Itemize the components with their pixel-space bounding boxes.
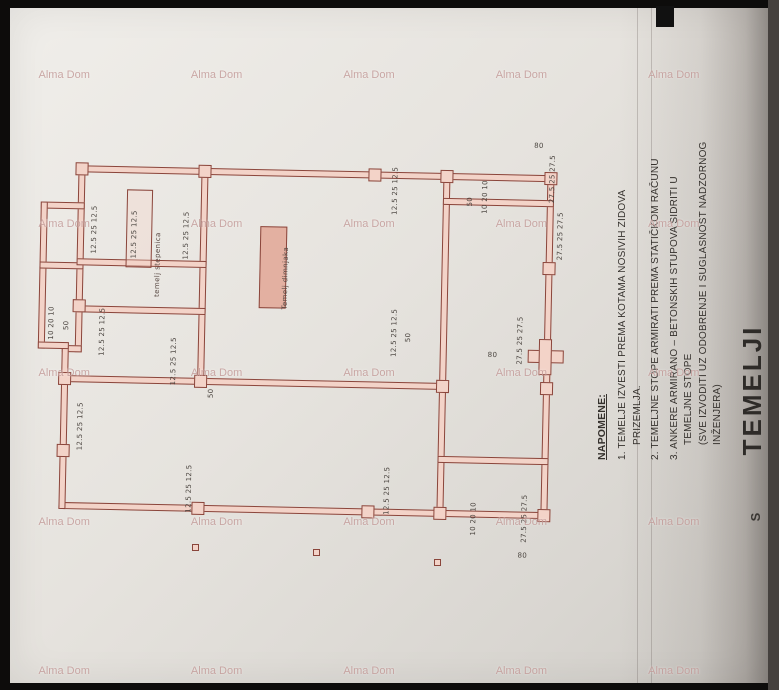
dim-label: 12.5 25 12.5 [89,205,99,254]
notes-block: NAPOMENE: 1. TEMELJE IZVESTI PREMA KOTAM… [595,90,735,460]
wall-segment [75,305,206,315]
paper-sheet [10,6,768,684]
dim-label: 50 [62,320,71,331]
dim-label: 12.5 25 12.5 [382,466,392,515]
dim-label: 27.5 25 27.5 [519,494,529,543]
wall-segment [436,172,451,517]
footing-pad [72,299,86,313]
wall-segment [197,167,209,382]
dim-label: 27.5 25 27.5 [515,316,525,365]
dim-label: 27.5 25 27.5 [555,212,565,261]
dim-label: 50 [465,196,475,207]
note-item: 1. TEMELJE IZVESTI PREMA KOTAMA NOSIVIH … [617,189,643,460]
footing-pad [75,162,89,176]
wall-segment [437,455,549,466]
dim-label: 12.5 25 12.5 [184,464,194,513]
footing-pad [56,443,70,458]
dim-label: 12.5 25 12.5 [129,210,139,259]
wall-segment [61,374,447,391]
wall-segment [442,197,554,208]
notes-heading: NAPOMENE: [596,394,608,460]
footing-pad [435,379,450,394]
dim-label: 50 [403,332,413,343]
footing-pad [58,371,72,386]
dim-label: 12.5 25 12.5 [181,211,191,260]
footing-pad [537,508,551,523]
photo-edge-left [0,0,10,690]
dim-label: 12.5 25 12.5 [75,402,85,451]
dim-label: 27.5 25 27.5 [547,154,557,204]
section-marker [434,559,441,566]
chimney-foundation-label: Temelj dimnjaka [280,246,290,310]
footing-pad [440,169,454,184]
note-item: 3. ANKERE ARMIRANO – BETONSKIH STUPOVA S… [668,141,724,460]
wall-segment [37,341,69,350]
page-fold-crease [637,6,638,684]
dim-label: 80 [534,141,544,151]
footing-pad [361,505,375,519]
footing-pad [368,168,382,182]
footing-pad [193,374,208,389]
dim-label: 12.5 25 12.5 [390,166,400,215]
page-edge-shadow [618,6,768,684]
footing-pad [191,501,205,515]
stairs-foundation-label: temelj stepenica [152,232,163,298]
section-marker [192,544,199,551]
dim-label: 10 20 10 [468,501,478,536]
photo-edge-bottom [0,683,779,690]
dim-label: 12.5 25 12.5 [389,308,399,357]
dim-label: 12.5 25 12.5 [97,307,107,356]
wall-segment [58,344,69,510]
dim-label: 10 20 10 [46,306,56,340]
footing-pad [433,506,447,521]
photo-edge-top [0,0,779,8]
footing-pad [198,164,212,179]
dim-label: 80 [487,350,498,360]
foundation-plan: 80 27.5 25 27.5 27.5 25 27.5 10 20 10 50… [26,129,579,560]
dim-label: 12.5 25 12.5 [169,337,179,386]
dim-label: 10 20 10 [480,180,490,214]
page-fold-crease [651,6,652,684]
section-marker [313,549,320,556]
footing-pad [539,381,554,396]
page-clip [656,6,674,27]
dim-label: 50 [206,388,215,399]
footing-pad [542,262,556,276]
column-footing [538,338,553,376]
dim-label: 80 [517,551,528,560]
photo-edge-right [768,0,779,690]
note-item: 2. TEMELJNE STOPE ARMIRATI PREMA STATIČK… [650,158,662,460]
